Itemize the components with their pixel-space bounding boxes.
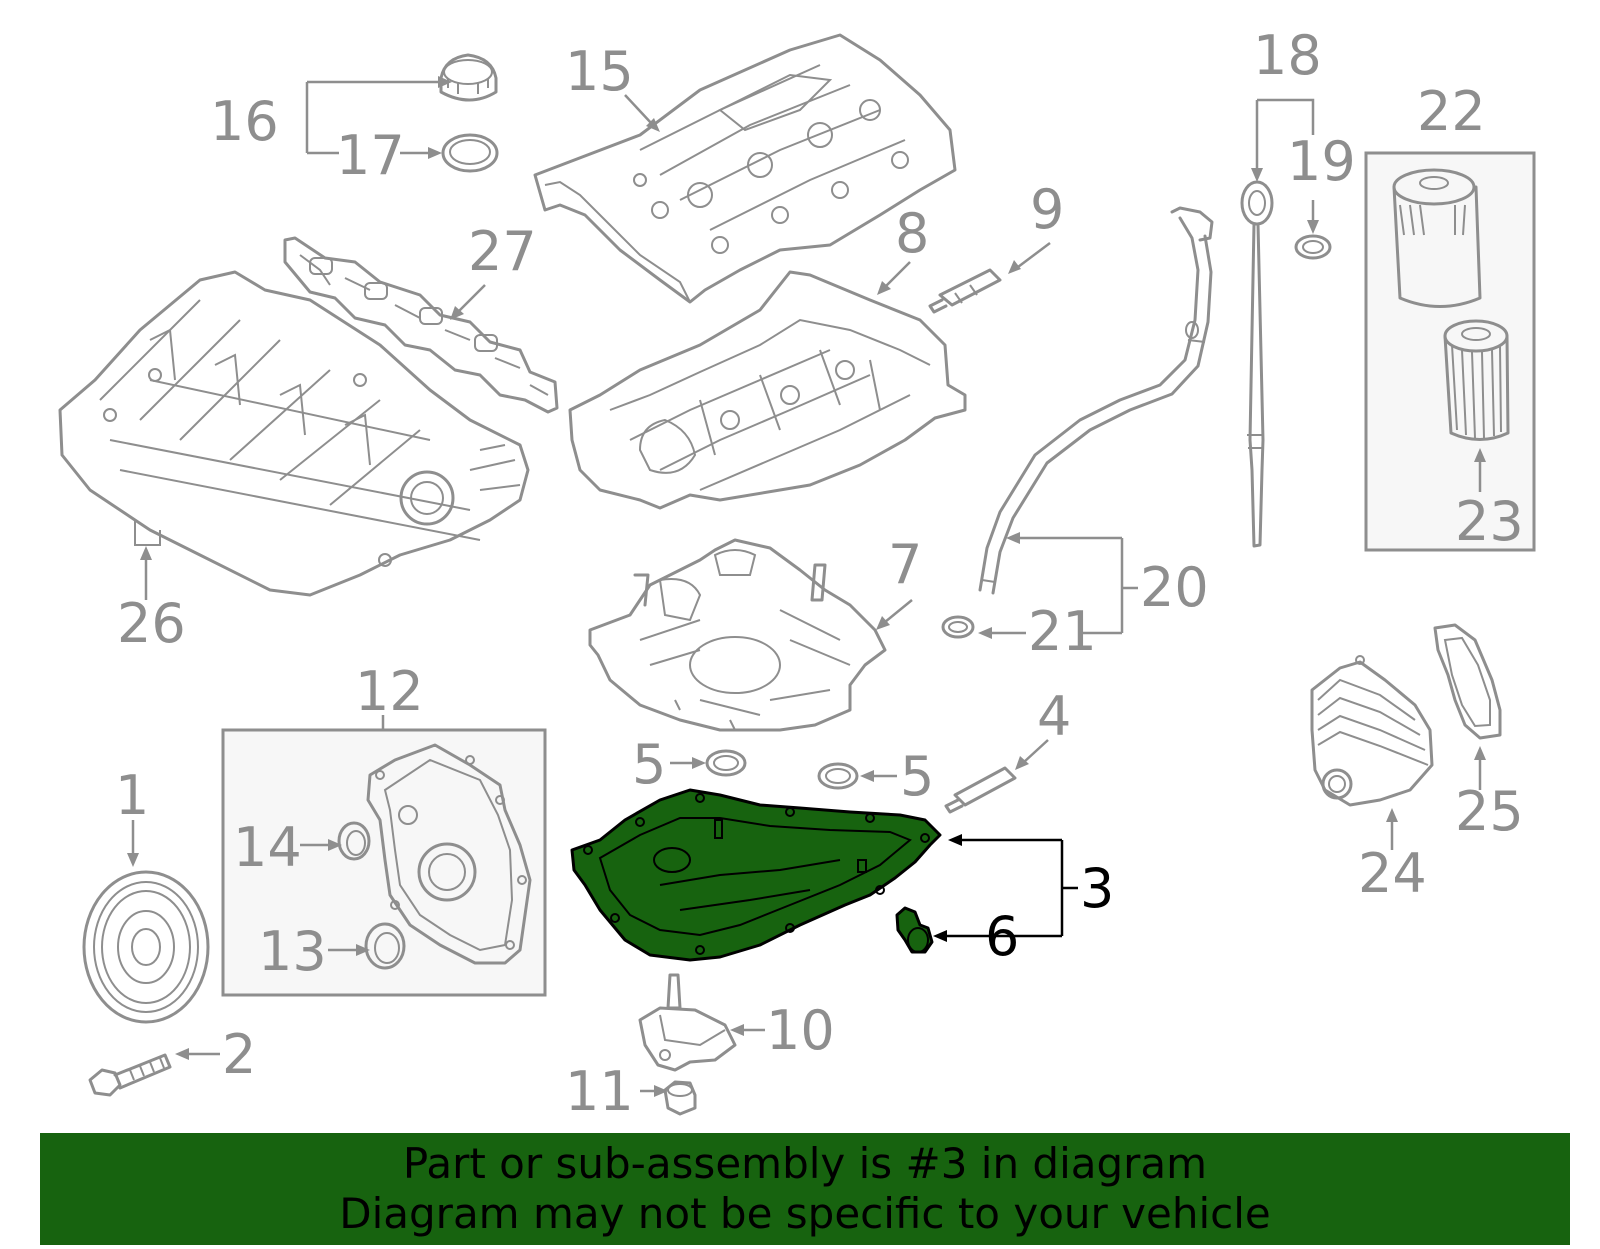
callout-25[interactable]: 25 <box>1455 780 1524 843</box>
callout-17[interactable]: 17 <box>336 124 405 187</box>
part-8-upper-oil-pan[interactable] <box>568 270 967 510</box>
part-17-cap-seal[interactable] <box>441 133 499 173</box>
part-11-nut[interactable] <box>663 1080 697 1116</box>
part-19-o-ring[interactable] <box>1294 234 1332 260</box>
part-10-oil-level-sensor[interactable] <box>638 973 737 1072</box>
banner-line-2: Diagram may not be specific to your vehi… <box>339 1189 1271 1238</box>
part-4-oil-pan-sensor[interactable] <box>944 766 1017 814</box>
callout-5-right[interactable]: 5 <box>900 745 934 808</box>
callout-13[interactable]: 13 <box>258 920 327 983</box>
part-6-drain-plug[interactable] <box>895 906 934 954</box>
callout-26[interactable]: 26 <box>117 592 186 655</box>
part-18-dipstick[interactable] <box>1240 180 1274 548</box>
part-12-timing-cover[interactable] <box>366 743 532 965</box>
leader-lines <box>127 76 1486 1097</box>
callout-9[interactable]: 9 <box>1030 178 1064 241</box>
part-20-dipstick-tube[interactable] <box>978 206 1214 595</box>
part-23-filter-element[interactable] <box>1443 319 1510 441</box>
callout-15[interactable]: 15 <box>565 40 634 103</box>
part-2-pulley-bolt[interactable] <box>88 1053 172 1097</box>
callout-11[interactable]: 11 <box>565 1060 634 1123</box>
part-7-baffle[interactable] <box>588 538 887 732</box>
callout-6[interactable]: 6 <box>985 905 1019 968</box>
callout-16[interactable]: 16 <box>210 90 279 153</box>
callout-10[interactable]: 10 <box>766 999 835 1062</box>
callout-12[interactable]: 12 <box>355 660 424 723</box>
info-banner: Part or sub-assembly is #3 in diagram Di… <box>40 1133 1570 1245</box>
part-16-filler-cap[interactable] <box>439 53 498 102</box>
part-3-oil-pan[interactable] <box>570 788 942 962</box>
callout-24[interactable]: 24 <box>1358 842 1427 905</box>
part-14-seal[interactable] <box>337 821 371 861</box>
callout-27[interactable]: 27 <box>468 220 537 283</box>
callout-1[interactable]: 1 <box>115 764 149 827</box>
callout-19[interactable]: 19 <box>1287 130 1356 193</box>
callout-22[interactable]: 22 <box>1417 80 1486 143</box>
part-24-oil-cooler[interactable] <box>1310 655 1434 807</box>
part-27-manifold-gasket[interactable] <box>283 236 559 414</box>
part-5-seal-b[interactable] <box>817 762 859 790</box>
part-21-o-ring[interactable] <box>941 615 975 639</box>
part-22-oil-filter-housing[interactable] <box>1392 168 1482 308</box>
callout-14[interactable]: 14 <box>233 816 302 879</box>
callout-20[interactable]: 20 <box>1140 556 1209 619</box>
callouts: 1 2 3 4 5 5 6 7 8 9 10 11 12 13 14 15 16… <box>115 24 1524 1123</box>
callout-3[interactable]: 3 <box>1080 857 1114 920</box>
part-9-sensor[interactable] <box>928 268 1002 314</box>
callout-8[interactable]: 8 <box>895 202 929 265</box>
part-25-cooler-gasket[interactable] <box>1433 623 1502 740</box>
callout-5-left[interactable]: 5 <box>632 733 666 796</box>
callout-4[interactable]: 4 <box>1037 685 1071 748</box>
callout-7[interactable]: 7 <box>888 533 922 596</box>
banner-line-1: Part or sub-assembly is #3 in diagram <box>402 1139 1208 1188</box>
part-5-seal-a[interactable] <box>705 749 747 777</box>
part-26-intake-manifold[interactable] <box>58 270 530 597</box>
callout-21[interactable]: 21 <box>1028 600 1097 663</box>
callout-23[interactable]: 23 <box>1455 490 1524 553</box>
callout-2[interactable]: 2 <box>222 1023 256 1086</box>
callout-18[interactable]: 18 <box>1253 24 1322 87</box>
part-13-seal[interactable] <box>364 922 406 970</box>
part-15-valve-cover[interactable] <box>533 33 957 304</box>
part-1-crankshaft-pulley[interactable] <box>82 870 210 1024</box>
